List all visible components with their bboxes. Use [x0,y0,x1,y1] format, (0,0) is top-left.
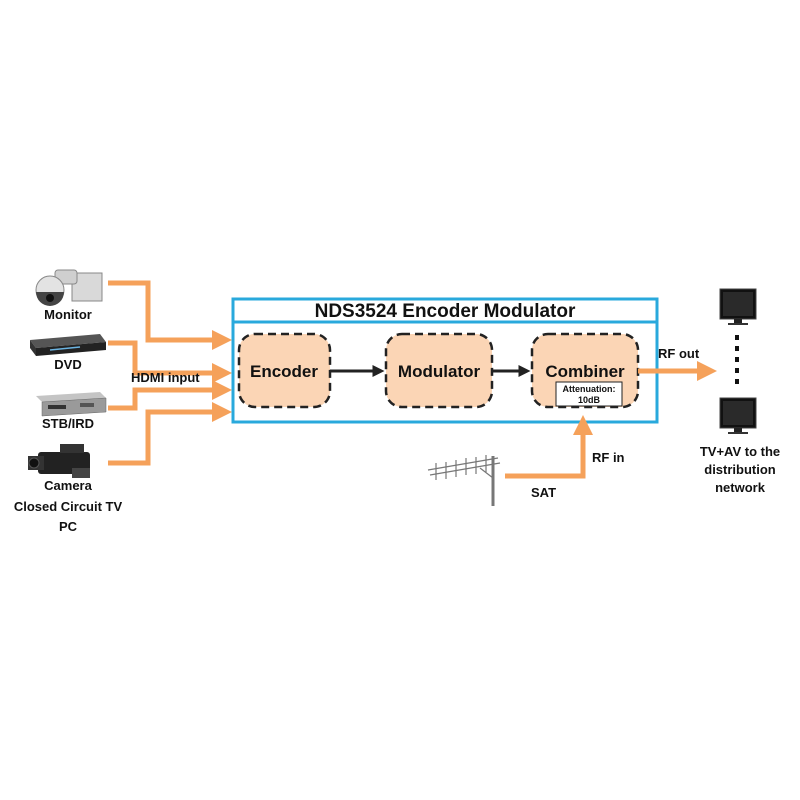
monitor-label: Monitor [44,307,92,322]
device-title: NDS3524 Encoder Modulator [315,301,576,322]
attenuation-value: 10dB [578,395,601,405]
rf-in-label: RF in [592,450,625,465]
stb-label: STB/IRD [42,416,94,431]
dvd-label: DVD [54,357,81,372]
tv-icon-bottom [719,397,757,434]
antenna-icon [427,455,501,506]
encoder-label: Encoder [250,362,318,381]
stb-receiver-icon [36,392,107,417]
cctv-label: Closed Circuit TV [14,499,123,514]
arrow-dvd [108,340,232,383]
output-line3: network [715,480,766,495]
camcorder-icon [28,444,90,478]
ptz-camera-icon [35,269,103,306]
output-line2: distribution [704,462,776,477]
camera-label: Camera [44,478,92,493]
arrow-camera [108,402,232,466]
combiner-label: Combiner [545,362,625,381]
arrow-monitor [108,280,232,350]
output-line1: TV+AV to the [700,444,780,459]
pc-label: PC [59,519,78,534]
rf-out-label: RF out [658,346,700,361]
attenuation-label: Attenuation: [563,384,616,394]
dvd-player-icon [30,334,106,356]
tv-icon-top [719,288,757,325]
hdmi-label: HDMI input [131,370,200,385]
input-arrows [108,280,232,466]
sat-label: SAT [531,485,556,500]
arrow-rf-in [505,415,593,479]
attenuation-box [555,381,623,407]
dotted-connector [735,335,739,384]
arrow-stb [108,380,232,411]
modulator-label: Modulator [398,362,481,381]
